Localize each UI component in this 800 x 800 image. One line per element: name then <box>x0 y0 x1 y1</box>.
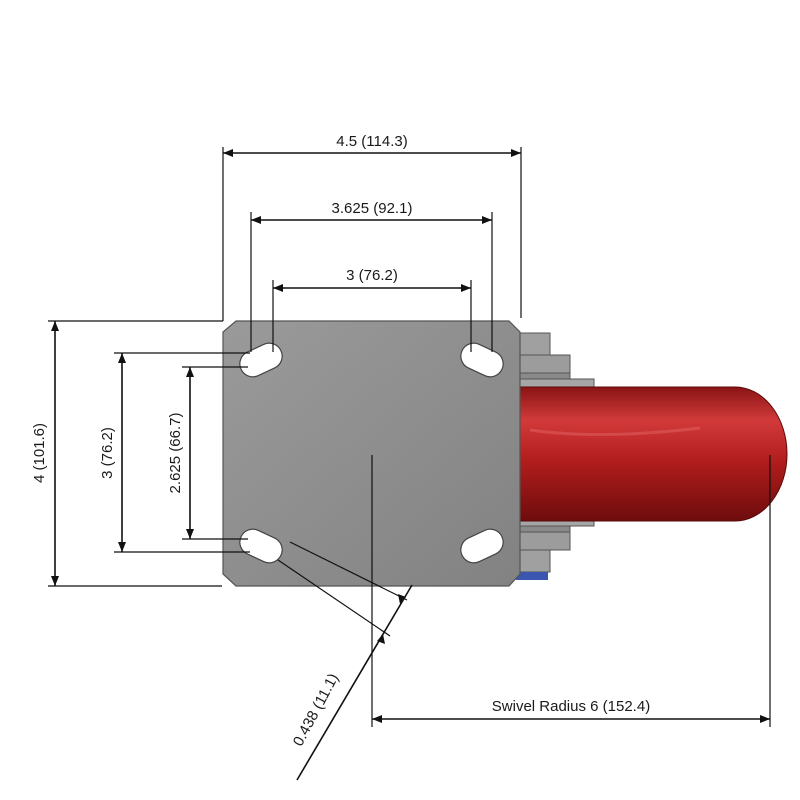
mounting-slot <box>460 528 504 564</box>
dimension-hole-height-inner: 2.625 (66.7) <box>167 366 248 540</box>
dimension-overall-height: 4 (101.6) <box>31 320 223 587</box>
dimension-hole-span-inner: 3 (76.2) <box>272 267 472 352</box>
dimension-swivel-radius: Swivel Radius 6 (152.4) <box>371 455 771 727</box>
top-plate <box>222 320 521 587</box>
swivel-bracket <box>516 332 595 580</box>
mounting-slot <box>239 528 283 564</box>
bearing-race <box>516 572 548 580</box>
dimension-label: 2.625 (66.7) <box>167 413 184 494</box>
dimension-hole-span-outer: 3.625 (92.1) <box>250 200 493 352</box>
dimension-hole-height-outer: 3 (76.2) <box>99 352 250 553</box>
dimension-label: 3.625 (92.1) <box>332 200 413 217</box>
dimension-label: 3 (76.2) <box>99 427 116 479</box>
dimension-label: Swivel Radius 6 (152.4) <box>492 698 650 715</box>
dimension-label: 3 (76.2) <box>346 267 398 284</box>
dimension-label: 0.438 (11.1) <box>290 671 342 749</box>
dimension-label: 4.5 (114.3) <box>336 133 407 150</box>
dimension-overall-width: 4.5 (114.3) <box>222 133 522 321</box>
wheel <box>519 386 788 522</box>
dimension-label: 4 (101.6) <box>31 423 48 483</box>
